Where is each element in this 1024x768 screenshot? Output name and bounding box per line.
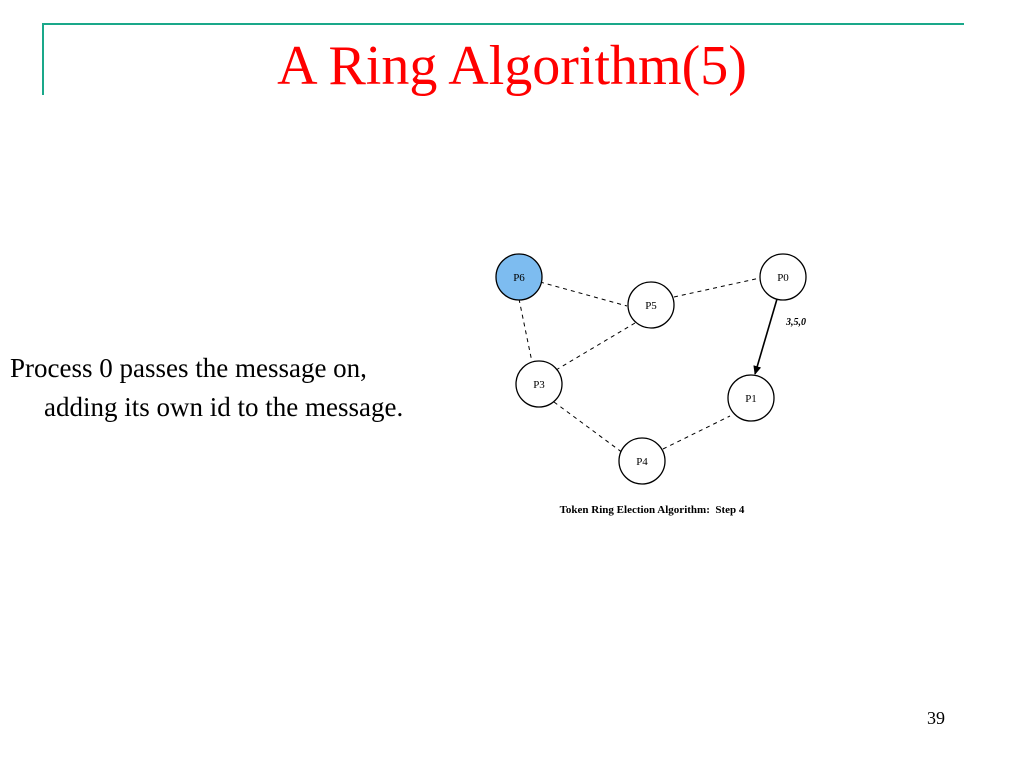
body-line-2: adding its own id to the message. [44,392,404,422]
body-line-1: Process 0 passes the message on, [10,353,367,383]
ring-links [518,277,761,454]
ring-link-p5-p0 [673,277,761,298]
frame-top-rule [42,23,964,25]
body-text: Process 0 passes the message on, adding … [10,349,510,427]
node-p3-label: P3 [533,379,545,391]
token-ring-diagram: 3,5,0 P6 P0 P5 P3 P1 P4 Token Ring Elect… [490,245,820,530]
diagram-caption: Token Ring Election Algorithm: Step 4 [560,504,745,516]
node-p1-label: P1 [745,393,757,405]
ring-link-p6-p5 [539,281,628,307]
ring-diagram-svg: 3,5,0 P6 P0 P5 P3 P1 P4 Token Ring Elect… [495,253,807,516]
node-p6: P6 [495,253,543,301]
ring-link-p4-p1 [662,415,731,450]
node-p1: P1 [727,374,775,422]
message-arrow [753,298,778,375]
node-p6-label: P6 [513,272,525,284]
ring-link-p6-p3 [518,298,533,363]
ring-link-p5-p3 [555,322,636,371]
node-p4: P4 [618,437,666,485]
node-p5: P5 [627,281,675,329]
node-p3: P3 [515,360,563,408]
node-p5-label: P5 [645,300,657,312]
slide-title: A Ring Algorithm(5) [277,35,747,97]
slide-number: 39 [927,708,945,728]
frame-left-rule [42,23,44,95]
node-p0: P0 [759,253,807,301]
message-label: 3,5,0 [785,317,806,328]
node-p0-label: P0 [777,272,789,284]
node-p4-label: P4 [636,456,648,468]
ring-link-p3-p4 [553,401,624,454]
